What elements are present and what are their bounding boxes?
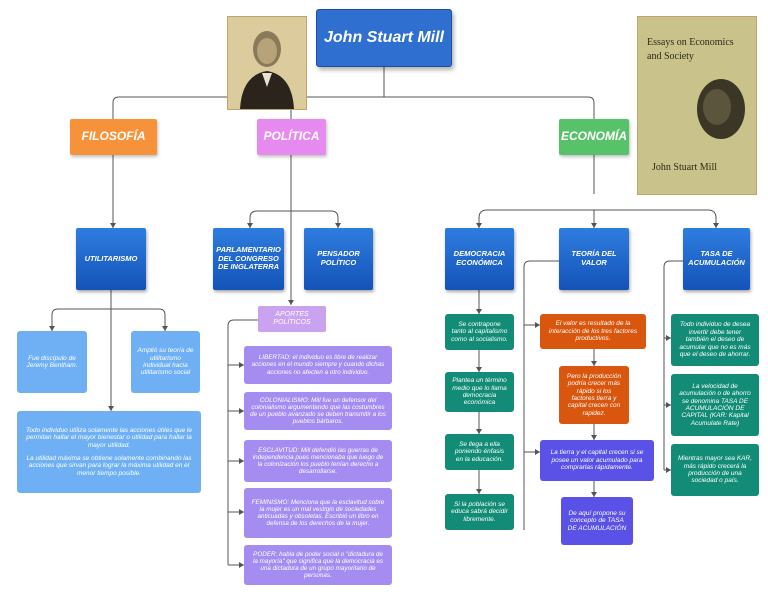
amplio-box: Amplió su teoría de utilitarismo individ… [131, 331, 200, 393]
colonialismo-box: COLONIALISMO: Mill fue un defensor del c… [244, 392, 392, 430]
pensador-box: PENSADOR POLÍTICO [304, 228, 373, 290]
democracia-step-2: Plantea un término medio que lo llama de… [445, 372, 514, 412]
valor-step-2: Pero la producción podría crecer más ráp… [559, 366, 629, 424]
esclavitud-box: ESCLAVITUD: Mill defendió las guerras de… [244, 440, 392, 482]
democracia-step-4: Si la población se educa sabrá decidir l… [445, 494, 514, 530]
teoria-valor-box: TEORÍA DEL VALOR [559, 228, 629, 290]
valor-step-4: De aquí propone su concepto de TASA DE A… [561, 497, 633, 545]
definition-paragraph-1: Todo individuo utiliza solamente las acc… [26, 426, 192, 449]
book-author: John Stuart Mill [652, 162, 718, 173]
feminismo-box: FEMINISMO: Menciona que la esclavitud so… [244, 488, 392, 538]
poder-box: PODER: habla de poder social o "dictadur… [244, 545, 392, 585]
tasa-acumulacion-box: TASA DE ACUMULACIÓN [683, 228, 750, 290]
aportes-box: APORTES POLÍTICOS [258, 306, 326, 332]
portrait-figure-icon [228, 17, 306, 109]
democracia-step-1: Se contrapone tanto al capitalismo como … [445, 314, 514, 350]
utilitarismo-definition-box: Todo individuo utiliza solamente las acc… [17, 411, 201, 493]
book-portrait-icon [697, 79, 745, 139]
tasa-step-3: Mientras mayor sea KAR, más rápido crece… [671, 444, 759, 496]
definition-paragraph-2: La utilidad máxima se obtiene solamente … [26, 455, 192, 477]
libertad-box: LIBERTAD: el individuo es libre de reali… [244, 346, 392, 384]
valor-step-3: La tierra y el capital crecen si se pose… [540, 440, 654, 481]
tasa-step-1: Todo individuo de desea invertir debe te… [671, 314, 759, 366]
bentham-box: Fue discípulo de Jeremy Bentham. [17, 331, 87, 393]
parlamentario-box: PARLAMENTARIO DEL CONGRESO DE INGLATERRA [213, 228, 284, 290]
democracia-economica-box: DEMOCRACIA ECONÓMICA [445, 228, 514, 290]
category-economia: ECONOMÍA [559, 119, 629, 155]
democracia-step-3: Se llega a ella poniendo énfasis en la e… [445, 434, 514, 470]
book-cover: Essays on Economics and Society John Stu… [637, 16, 757, 195]
book-title-line1: Essays on Economics [647, 37, 734, 48]
tasa-step-2: La velocidad de acumulación o de ahorro … [671, 374, 759, 436]
valor-step-1: El valor es resultado de la interacción … [540, 314, 646, 349]
category-politica: POLÍTICA [257, 119, 326, 155]
root-title: John Stuart Mill [316, 9, 452, 67]
book-title-line2: and Society [647, 51, 694, 62]
portrait-photo [227, 16, 307, 110]
utilitarismo-box: UTILITARISMO [76, 228, 146, 290]
category-filosofia: FILOSOFÍA [70, 119, 157, 155]
